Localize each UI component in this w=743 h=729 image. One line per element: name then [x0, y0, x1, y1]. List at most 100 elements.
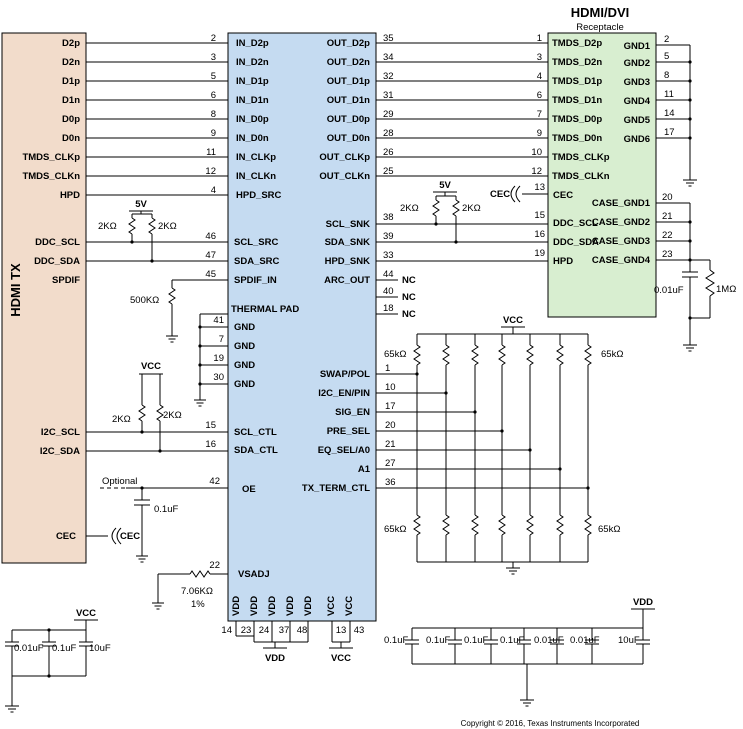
- rail-vcc: VCC: [503, 315, 523, 326]
- ic-pin-label: GND: [234, 341, 255, 352]
- ic-pin-label: HPD_SRC: [236, 190, 282, 201]
- tx-i2c-scl: I2C_SCL: [41, 427, 80, 438]
- rail-vcc: VCC: [331, 653, 351, 664]
- resistor-value: 2KΩ: [98, 221, 117, 232]
- rx-pin-label: HPD: [553, 256, 573, 267]
- ic-pin-label: THERMAL PAD: [231, 304, 299, 315]
- pin-number: 1: [385, 363, 390, 374]
- pin-number: 39: [383, 231, 394, 242]
- pin-number: 20: [385, 420, 396, 431]
- rx-gnd-label: GND6: [624, 134, 650, 145]
- cap-value: 0.1uF: [52, 643, 76, 654]
- pin-number: 23: [241, 625, 252, 636]
- tx-pin-label: TMDS_CLKp: [22, 152, 80, 163]
- pin-number: 10: [531, 147, 542, 158]
- resistor-value: 2KΩ: [158, 221, 177, 232]
- pin-number: 43: [354, 625, 365, 636]
- rx-pin-label: DDC_SCL: [553, 218, 598, 229]
- pin-number: 8: [211, 109, 216, 120]
- rail-5v: 5V: [135, 199, 147, 210]
- resistor-value: 65kΩ: [598, 524, 620, 535]
- tx-pin-label: D1p: [62, 76, 80, 87]
- pin-number: 26: [383, 147, 394, 158]
- pin-number: 31: [383, 90, 394, 101]
- rx-gnd-label: GND3: [624, 77, 650, 88]
- pin-number: 5: [211, 71, 216, 82]
- pin-number: 37: [279, 625, 290, 636]
- pin-number: 35: [383, 33, 394, 44]
- pin-number: 45: [205, 269, 216, 280]
- ic-pin-label: OE: [242, 484, 256, 495]
- rx-pin-label: TMDS_D1n: [552, 95, 602, 106]
- rx-lower-pins: CEC DDC_SCL DDC_SDA HPD 13 15 16 19 CEC …: [490, 182, 736, 352]
- pin-number: 34: [383, 52, 394, 63]
- pin-number: 27: [385, 458, 396, 469]
- pin-number: 5: [664, 51, 669, 62]
- tx-ddc-sda: DDC_SDA: [34, 256, 80, 267]
- rx-gnd-label: GND5: [624, 115, 651, 126]
- ic-pin-label: VSADJ: [238, 569, 270, 580]
- ic-pin-label: IN_D1n: [236, 95, 269, 106]
- tolerance-value: 1%: [191, 599, 205, 610]
- rx-pin-label: TMDS_D2n: [552, 57, 602, 68]
- cap-value: 0.1uF: [426, 635, 450, 646]
- tx-pin-label: D2p: [62, 38, 80, 49]
- cap-value: 0.1uF: [464, 635, 488, 646]
- pin-number: 17: [385, 401, 396, 412]
- redriver-ic: [227, 32, 377, 622]
- supply-pin: VCC: [326, 596, 337, 616]
- nc-label: NC: [402, 292, 416, 303]
- pin-number: 19: [213, 353, 224, 364]
- cap-value: 10uF: [89, 643, 111, 654]
- ic-pin-label: OUT_D1p: [327, 76, 370, 87]
- resistor-value: 1MΩ: [716, 284, 736, 295]
- rx-gnd-label: GND1: [624, 41, 651, 52]
- pin-number: 4: [537, 71, 542, 82]
- ic-pin-label: SCL_SRC: [234, 237, 278, 248]
- hdmi-tx-block: [1, 32, 87, 564]
- ic-pin-label: SCL_SNK: [326, 219, 370, 230]
- ic-bottom-pins: VDD VDD VDD VDD VDD VCC VCC VDD VCC 14 2…: [221, 596, 364, 664]
- pin-number: 16: [205, 439, 216, 450]
- supply-pin: VDD: [285, 596, 296, 616]
- pin-number: 24: [259, 625, 270, 636]
- tx-spdif: SPDIF: [52, 275, 80, 286]
- ic-pin-label: A1: [358, 464, 371, 475]
- pin-number: 14: [221, 625, 232, 636]
- supply-pin: VCC: [344, 596, 355, 616]
- ic-pin-label: GND: [234, 379, 255, 390]
- nc-label: NC: [402, 309, 416, 320]
- ic-pin-label: GND: [234, 360, 255, 371]
- supply-pin: VDD: [267, 596, 278, 616]
- ic-pin-label: SDA_CTL: [234, 445, 278, 456]
- rx-case-label: CASE_GND4: [592, 255, 651, 266]
- ic-pin-label: TX_TERM_CTL: [302, 483, 370, 494]
- pin-number: 48: [297, 625, 308, 636]
- rx-pin-label: TMDS_CLKn: [552, 171, 610, 182]
- supply-pin: VDD: [249, 596, 260, 616]
- pin-number: 16: [534, 229, 545, 240]
- rail-vcc: VCC: [141, 361, 161, 372]
- rx-upper-labels: OUT_D2p OUT_D2n OUT_D1p OUT_D1n OUT_D0p …: [319, 33, 609, 182]
- ic-pin-label: SCL_CTL: [234, 427, 277, 438]
- ic-pin-label: OUT_CLKn: [319, 171, 370, 182]
- resistor-value: 65kΩ: [384, 524, 406, 535]
- rx-pin-label: TMDS_D1p: [552, 76, 602, 87]
- receptacle-title: HDMI/DVI: [571, 5, 630, 20]
- ic-pin-label: OUT_D2n: [327, 57, 370, 68]
- resistor-value: 2KΩ: [400, 203, 419, 214]
- resistor-value: 500KΩ: [130, 295, 159, 306]
- rx-gnd-label: GND2: [624, 58, 650, 69]
- tx-pin-label: D2n: [62, 57, 80, 68]
- rail-vdd: VDD: [633, 597, 653, 608]
- pin-number: 2: [211, 33, 216, 44]
- pin-number: 23: [662, 249, 673, 260]
- rail-vcc: VCC: [76, 608, 96, 619]
- tx-pin-label: TMDS_CLKn: [22, 171, 80, 182]
- pin-number: 18: [383, 303, 394, 314]
- pin-number: 13: [336, 625, 347, 636]
- pin-number: 29: [383, 109, 394, 120]
- tx-pin-label: D0p: [62, 114, 80, 125]
- cec-cap-label: CEC: [120, 531, 140, 542]
- pin-number: 15: [534, 210, 545, 221]
